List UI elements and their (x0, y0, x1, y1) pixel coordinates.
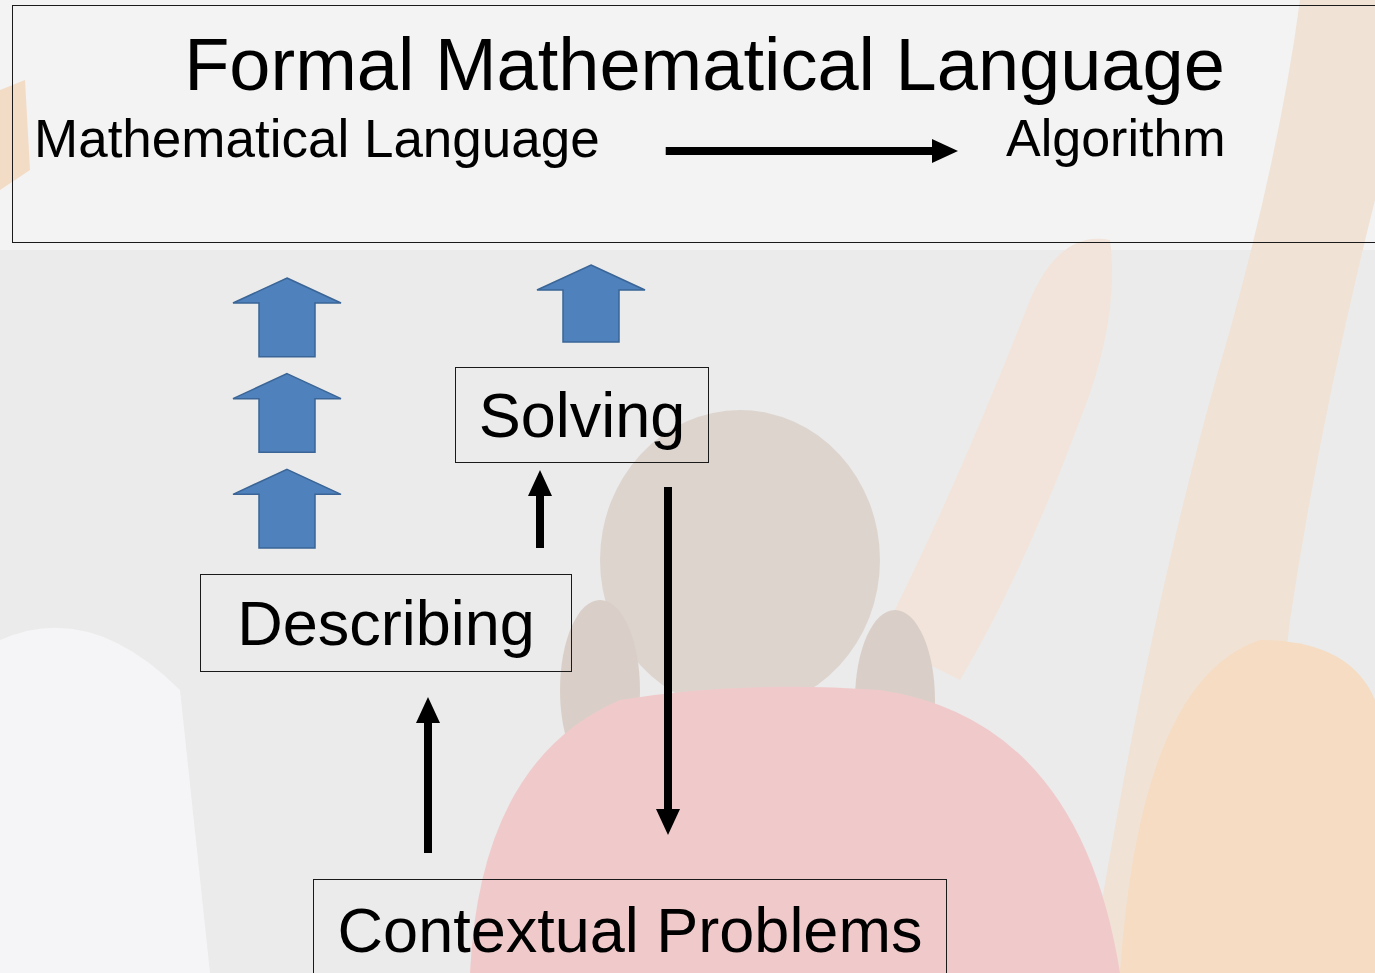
process-box: Contextual Problems (313, 879, 947, 973)
arrow-head (528, 470, 552, 496)
process-box: Solving (455, 367, 710, 463)
flow-arrow (528, 470, 552, 548)
orange-shirt (1120, 640, 1375, 973)
block-arrow-shape (233, 469, 341, 548)
block-arrow (537, 265, 645, 342)
flow-arrow (416, 697, 440, 853)
arrow-shaft (536, 494, 544, 548)
left-arm (0, 80, 30, 190)
box-heading: Formal Mathematical Language (13, 28, 1375, 102)
arrow-head (656, 809, 680, 835)
block-arrow-shape (233, 278, 341, 357)
girl-hair (600, 410, 880, 710)
arrow-head (416, 697, 440, 723)
term-arrow-shaft (666, 147, 934, 155)
box-label: Solving (479, 384, 686, 447)
heading-box: Formal Mathematical LanguageMathematical… (12, 5, 1375, 243)
box-label: Describing (237, 592, 535, 655)
box-label: Contextual Problems (338, 899, 923, 962)
left-child-shirt (0, 628, 210, 973)
process-box: Describing (200, 574, 572, 672)
girl-arm (880, 239, 1112, 680)
block-arrow-shape (537, 265, 645, 342)
block-arrow-shape (233, 374, 341, 453)
block-arrow (233, 278, 341, 548)
flow-arrow (656, 487, 680, 835)
arrow-shaft (424, 721, 432, 853)
term-arrow-head (932, 139, 958, 163)
arrow-shaft (664, 487, 672, 811)
box-term: Algorithm (1006, 112, 1226, 164)
box-term: Mathematical Language (34, 112, 600, 165)
term-arrow (666, 139, 958, 163)
